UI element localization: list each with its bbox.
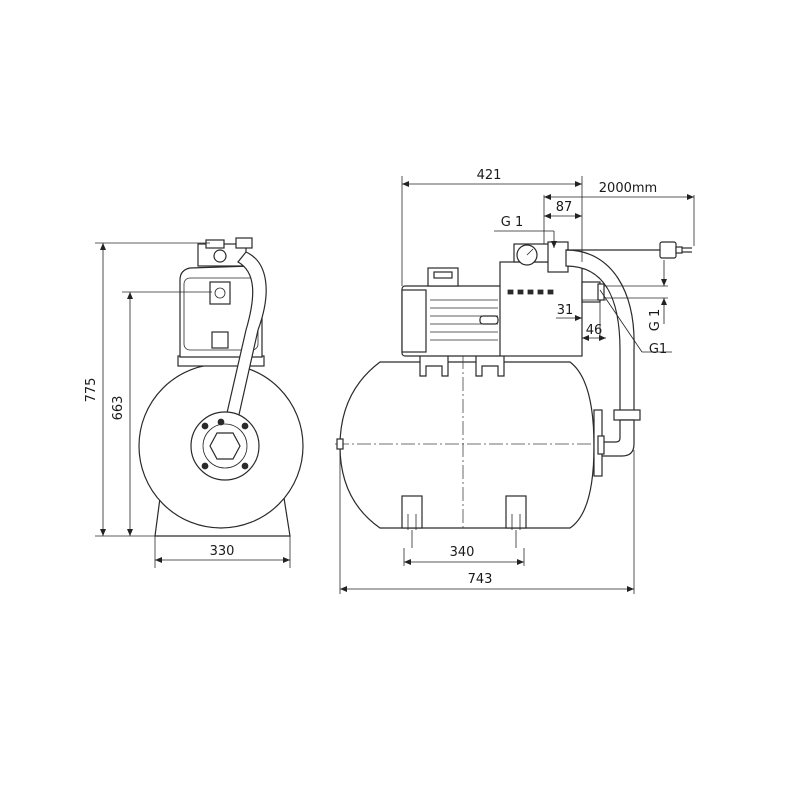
dim-663: 663 [111, 396, 126, 421]
dim-31: 31 [557, 303, 574, 318]
dim-330: 330 [210, 544, 235, 559]
dim-87: 87 [556, 200, 573, 215]
side-foot-right [505, 495, 527, 529]
side-view: 421 2000mm 87 G 1 31 46 G 1 G1 340 743 [335, 168, 695, 594]
dim-thread-g1-side: G 1 [648, 309, 663, 331]
front-view: 775 663 330 [84, 237, 304, 568]
dim-421: 421 [477, 168, 502, 183]
dim-743: 743 [468, 572, 493, 587]
dim-46: 46 [586, 323, 603, 338]
dim-thread-g1-top: G 1 [501, 215, 523, 230]
side-bracket-right [475, 354, 505, 377]
dim-2000mm: 2000mm [599, 181, 657, 196]
side-foot-left [401, 495, 423, 529]
side-tank [339, 361, 595, 529]
side-pump-housing [499, 261, 583, 357]
side-tank-elbow [599, 419, 635, 457]
dim-thread-g1: G1 [649, 342, 667, 357]
dim-340: 340 [450, 545, 475, 560]
side-bracket-left [419, 354, 449, 377]
dim-775: 775 [84, 378, 99, 403]
